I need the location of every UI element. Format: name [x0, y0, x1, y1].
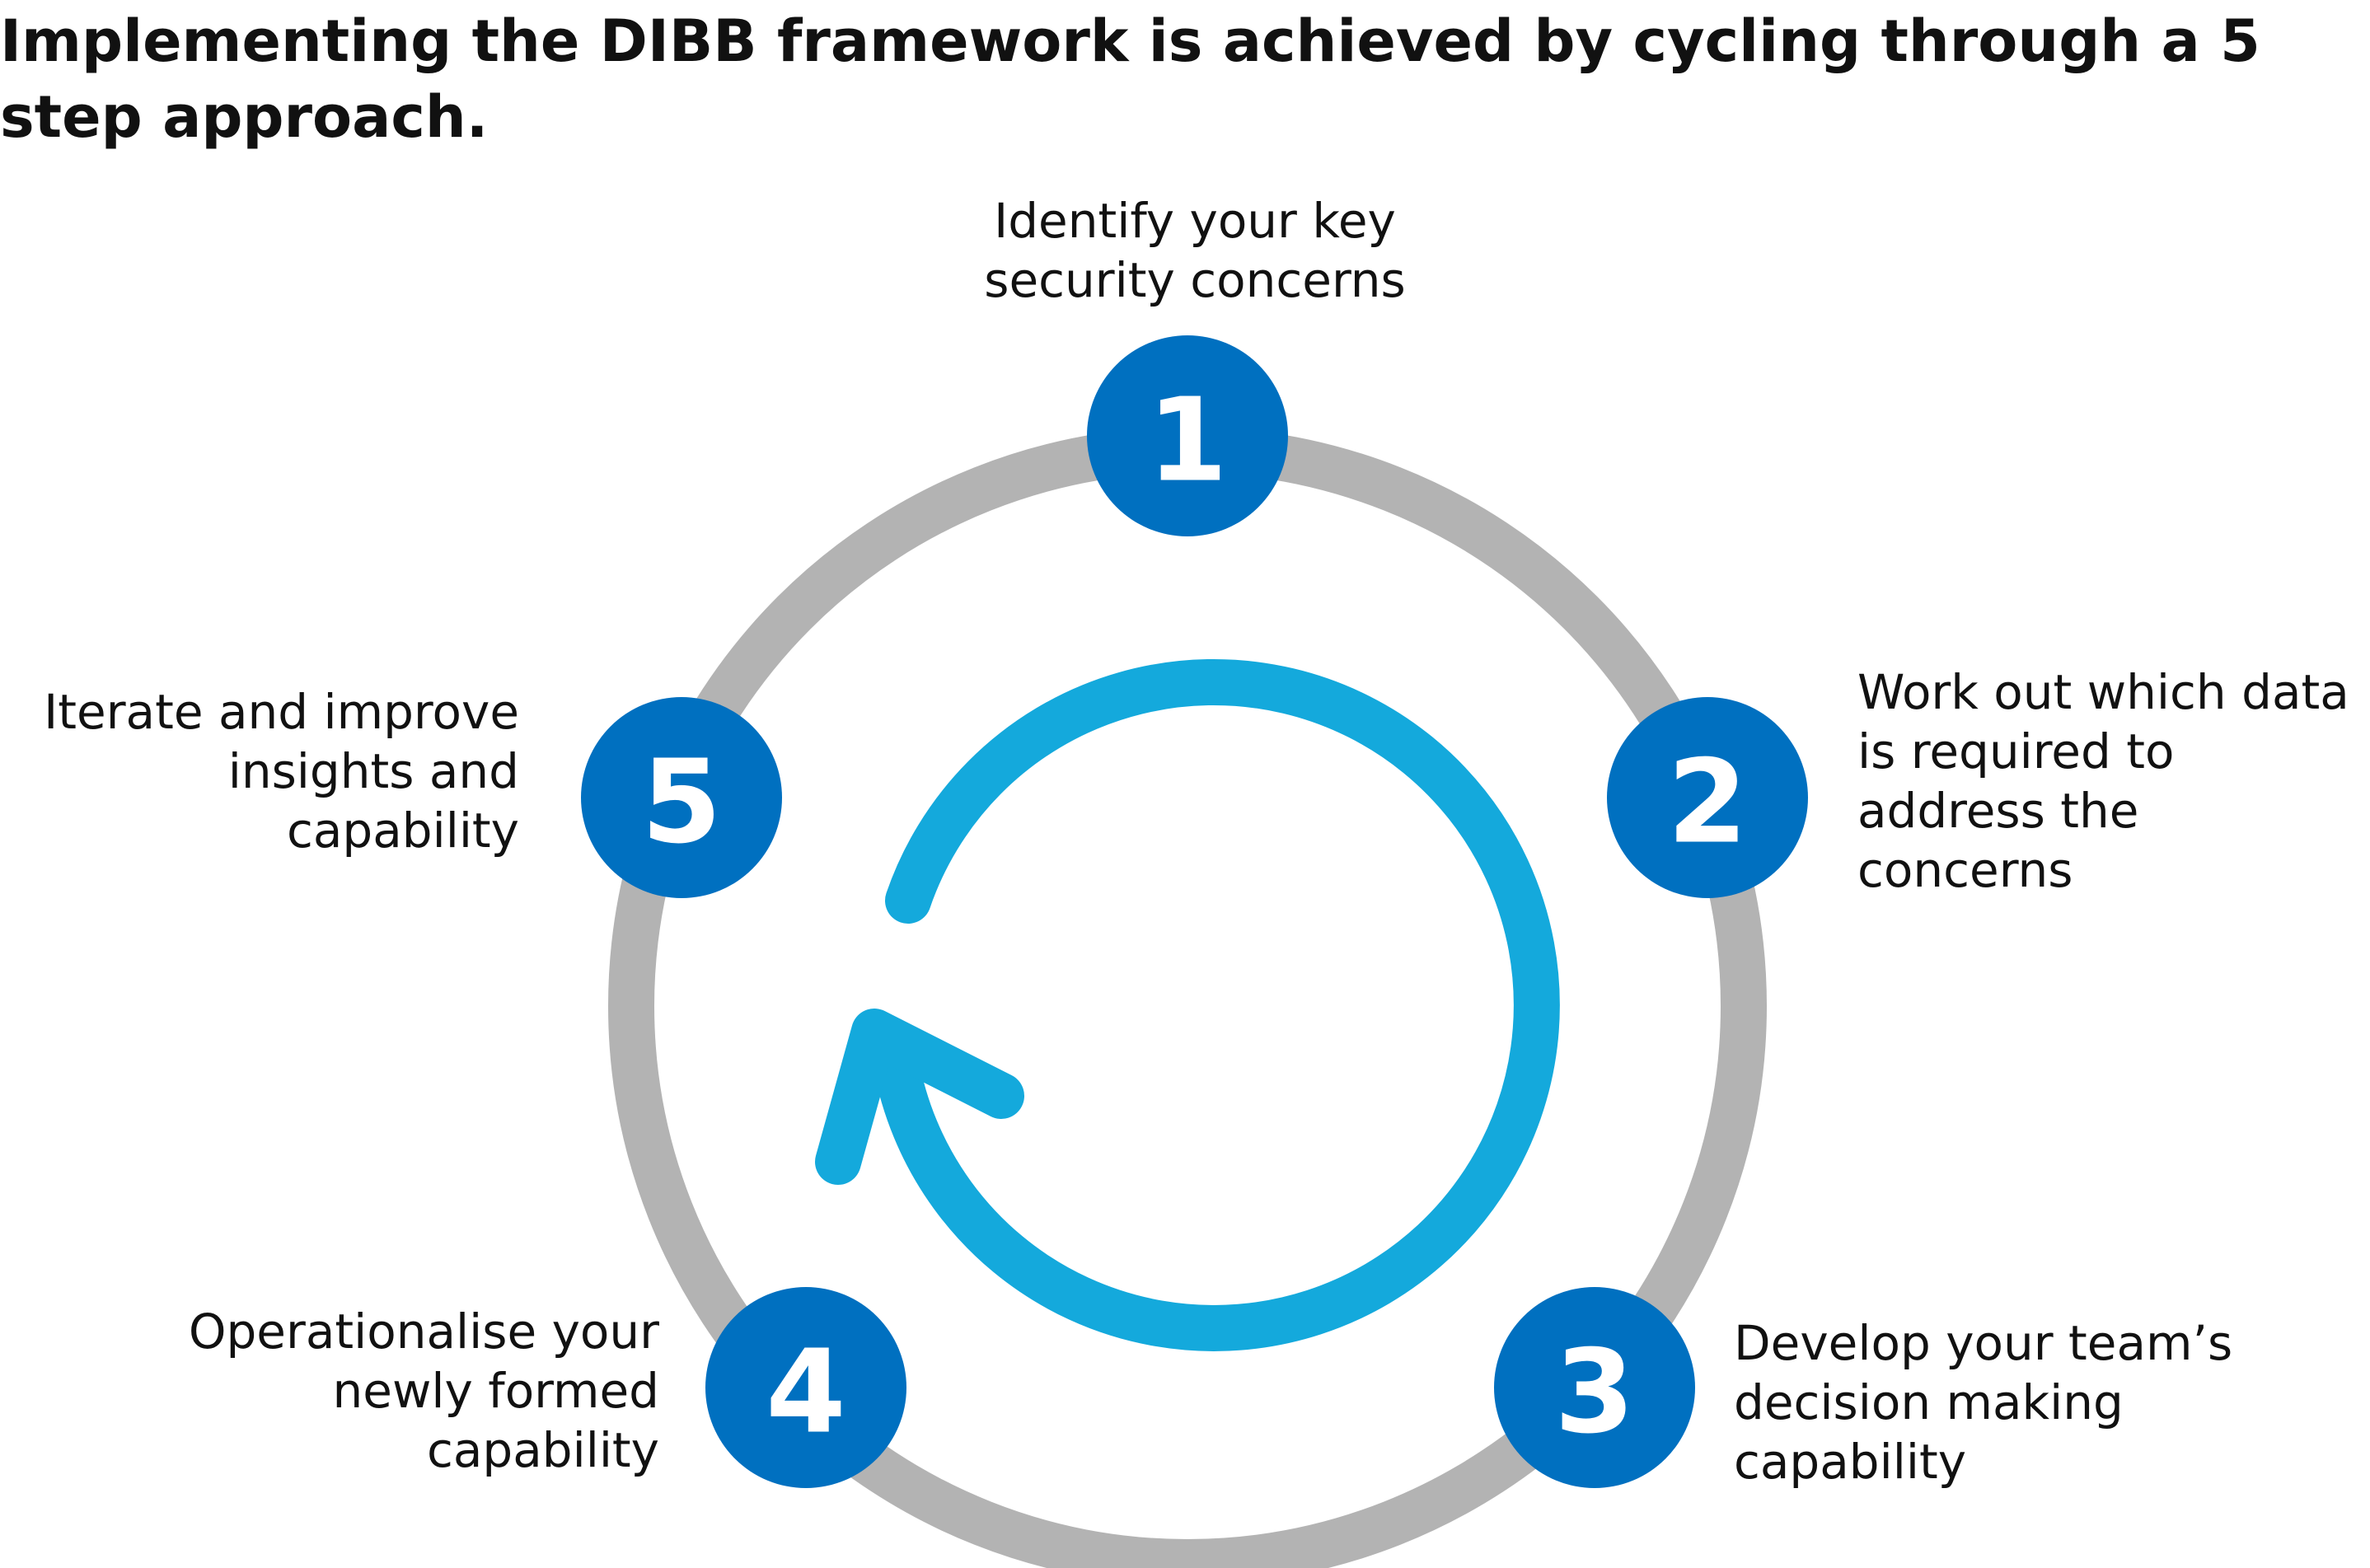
svg-text:3: 3 — [1554, 1326, 1634, 1460]
step-4-badge: 4 — [705, 1287, 906, 1488]
step-2-badge: 2 — [1607, 697, 1808, 898]
page-title: Implementing the DIBB framework is achie… — [0, 7, 2260, 151]
cycle-arrowhead — [815, 1009, 1024, 1185]
svg-text:2: 2 — [1667, 736, 1747, 870]
step-1-badge: 1 — [1087, 335, 1288, 536]
cycle-arrow — [873, 659, 1560, 1351]
step-5-label: Iterate and improve insights and capabil… — [44, 684, 519, 859]
step-2-label: Work out which data is required to addre… — [1857, 664, 2349, 898]
svg-text:4: 4 — [766, 1326, 845, 1460]
step-5-badge: 5 — [581, 697, 782, 898]
step-4-label: Operationalise your newly formed capabil… — [188, 1304, 659, 1478]
svg-text:1: 1 — [1147, 374, 1227, 508]
step-3-label: Develop your team’s decision making capa… — [1734, 1315, 2233, 1490]
step-3-badge: 3 — [1494, 1287, 1695, 1488]
svg-text:5: 5 — [641, 736, 721, 870]
step-1-label: Identify your key security concerns — [984, 193, 1406, 308]
